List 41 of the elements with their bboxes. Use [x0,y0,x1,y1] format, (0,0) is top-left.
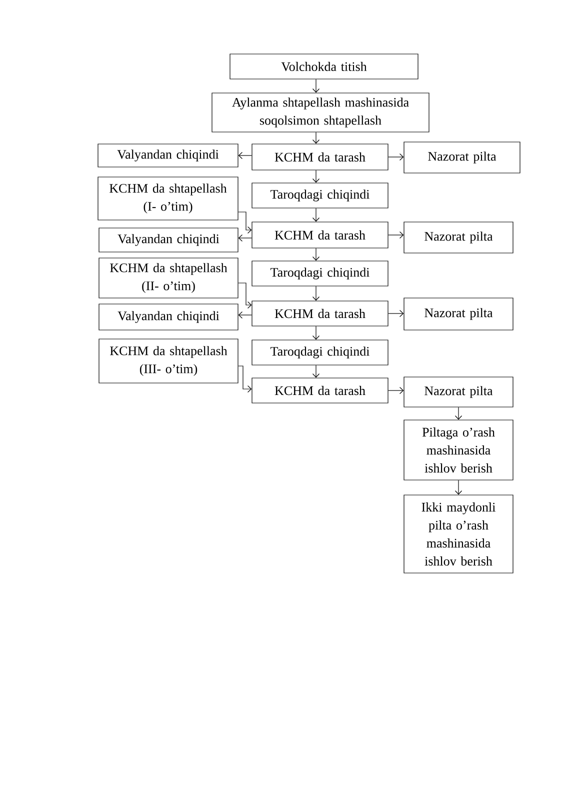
process-box: KCHM da tarash [252,144,388,170]
process-box: Piltaga o’rash mashinasida ishlov berish [404,420,514,480]
process-box: KCHM da shtapellash (II- o’tim) [98,258,238,298]
process-box: Taroqdagi chiqindi [252,340,388,366]
arrow [238,234,252,242]
process-box: KCHM da tarash [252,378,388,404]
process-box: Nazorat pilta [404,376,514,408]
process-box: KCHM da tarash [252,222,388,248]
elbow-arrow [238,366,252,393]
arrow [388,386,404,394]
arrow [454,407,462,420]
arrow [312,248,320,261]
arrow [388,231,404,239]
arrow [238,311,252,319]
process-box: Valyandan chiqindi [98,144,238,168]
arrow [312,208,320,222]
process-box: Nazorat pilta [404,298,514,330]
process-box: KCHM da tarash [252,300,388,326]
arrow [312,132,320,144]
arrow [454,480,462,495]
process-box: Valyandan chiqindi [98,304,238,330]
elbow-arrow [238,212,252,234]
arrow [312,79,320,93]
process-box: Aylanma shtapellash mashinasida soqolsimon shtapellash [212,92,430,132]
process-box: KCHM da shtapellash (III- o’tim) [98,338,238,384]
process-box: Taroqdagi chiqindi [252,182,388,208]
arrow [388,310,404,318]
process-box: Valyandan chiqindi [98,228,238,252]
arrow [312,365,320,378]
arrow [388,153,404,161]
arrow [312,170,320,183]
process-box: Nazorat pilta [404,222,514,254]
arrow [238,152,252,160]
process-box: Taroqdagi chiqindi [252,260,388,286]
elbow-arrow [238,282,252,309]
process-box: Ikki maydonli pilta o’rash mashinasida ishlov berish [404,494,514,574]
arrow [312,286,320,301]
process-box: Volchokda titish [230,54,418,80]
process-box: KCHM da shtapellash (I- o’tim) [98,176,238,220]
process-box: Nazorat pilta [404,142,520,174]
arrow [312,326,320,340]
